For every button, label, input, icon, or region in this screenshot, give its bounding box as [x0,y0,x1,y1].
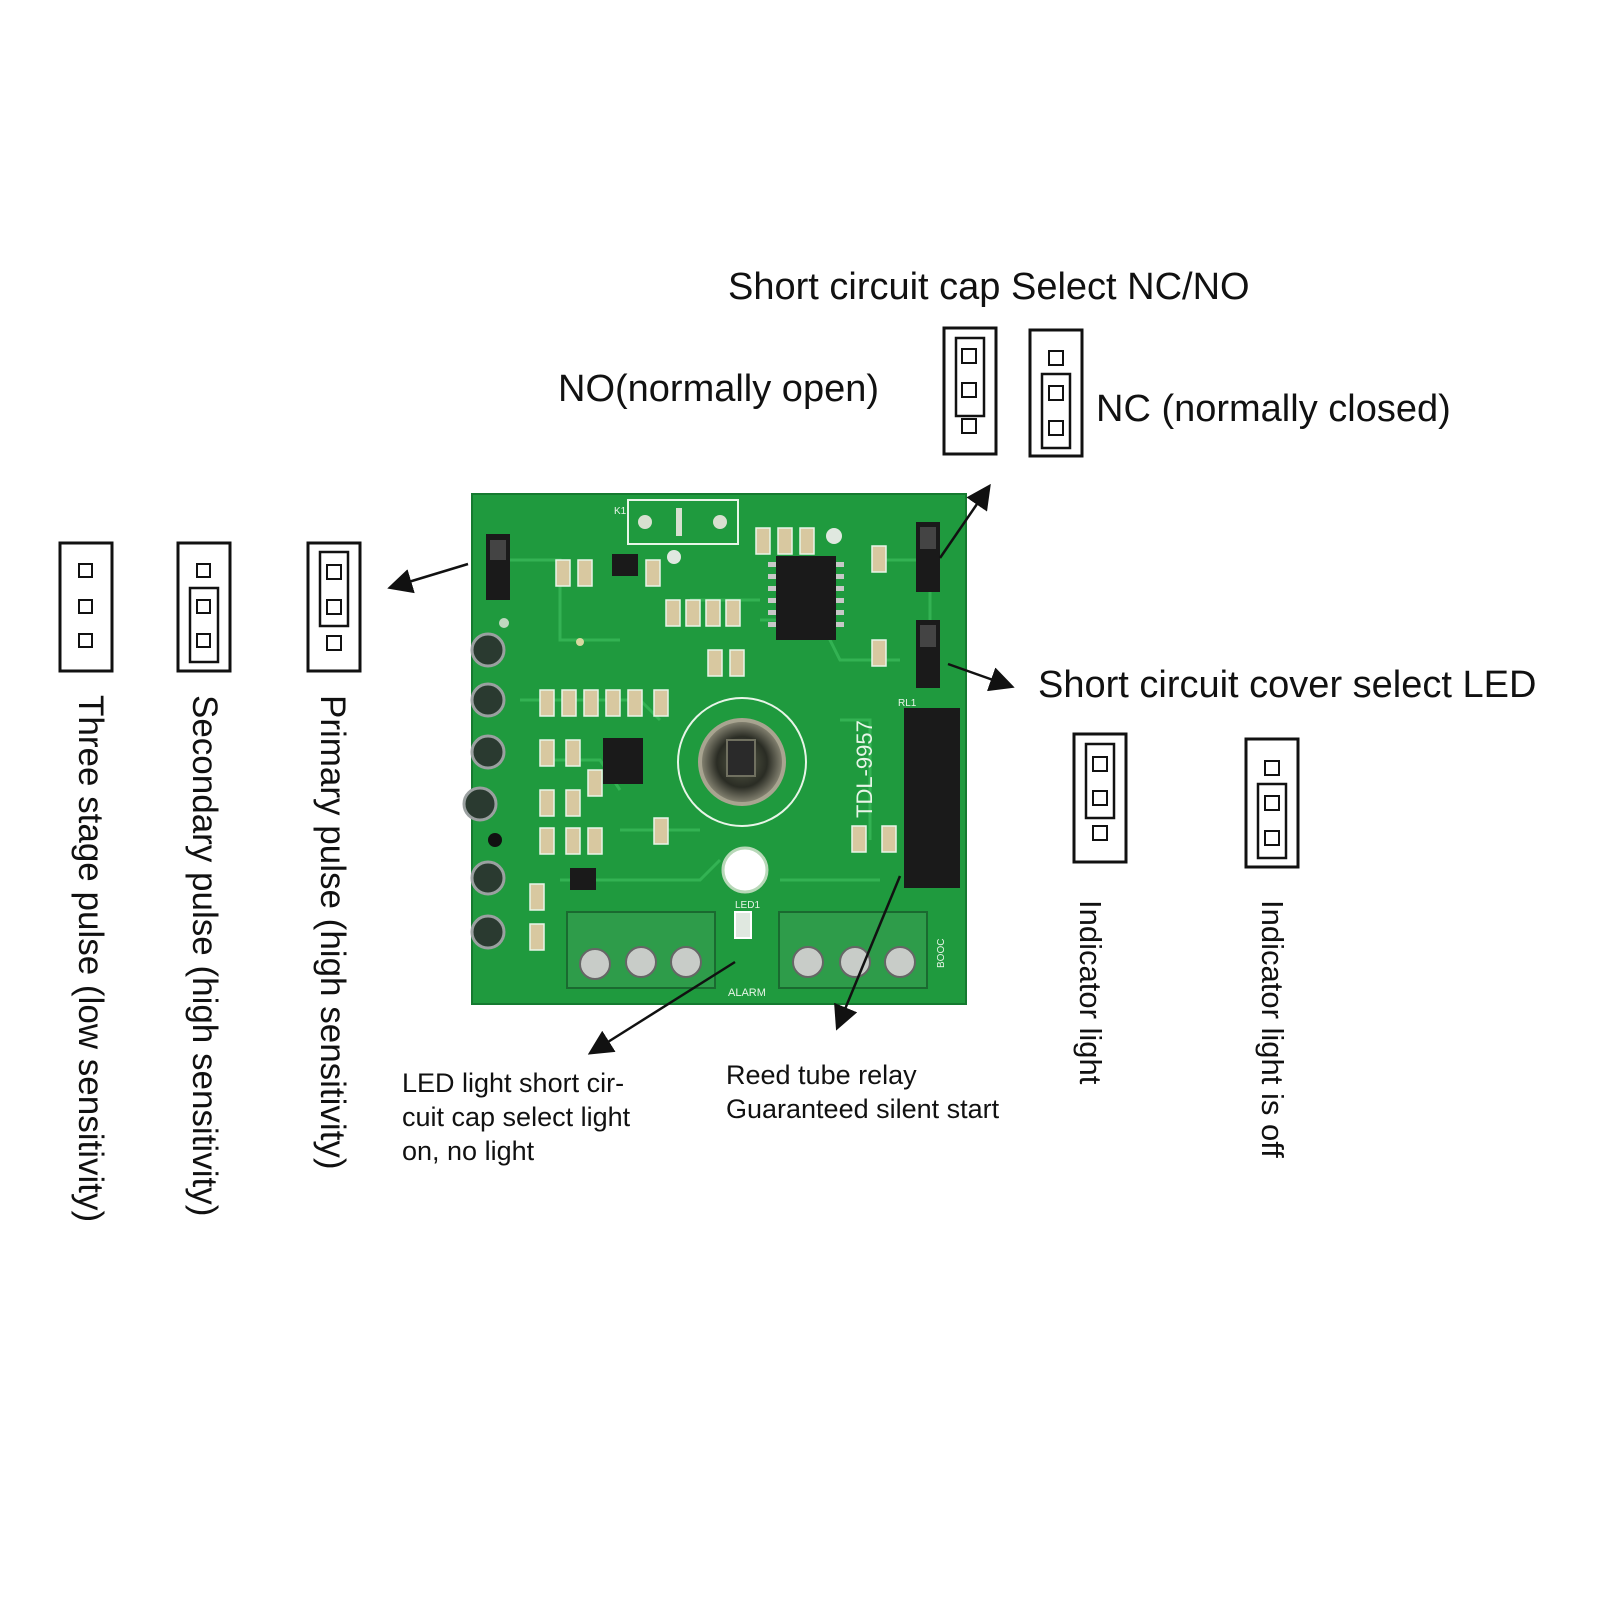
board-k1-label: K1 [614,506,627,517]
indicator-light-off-label: Indicator light is off [1255,900,1290,1158]
arrow-led-jumper [947,662,1015,692]
nc-label: NC (normally closed) [1096,388,1451,430]
primary-pulse-label: Primary pulse (high sensitivity) [313,695,352,1170]
arrow-reed-relay [834,875,902,1031]
capacitors [462,632,506,950]
arrow-led-light [587,960,736,1055]
jumper-indicator-on-diagram [1072,732,1128,864]
jumper-secondary-diagram [176,541,232,673]
board-alarm-label: ALARM [728,987,766,999]
indicator-light-label: Indicator light [1073,900,1108,1085]
board-relay-label: RL1 [898,698,917,709]
pcb-board: TDL-9957 ALARM RL1 LED1 K1 BOOC [462,493,967,1005]
board-model: TDL-9957 [852,720,877,818]
jumper-nc-diagram [1028,328,1084,458]
reed-relay-label: Reed tube relay Guaranteed silent start [726,1060,1000,1124]
alarm-terminal-block [566,911,716,989]
header-nc-no-label: Short circuit cap Select NC/NO [728,266,1250,308]
board-booc-label: BOOC [936,939,947,968]
reed-relay [904,708,960,888]
pir-sensor [677,697,807,827]
no-label: NO(normally open) [558,368,879,410]
jumper-indicator-off-diagram [1244,737,1300,869]
arrow-nc-no-jumper [938,483,991,559]
jumper-no-diagram [942,326,998,456]
jumper-three-stage-diagram [58,541,114,673]
led-light-label: LED light short cir- cuit cap select lig… [402,1068,631,1166]
led-component [734,911,752,939]
jumper-primary-diagram [306,541,362,673]
led-select-label: Short circuit cover select LED [1038,664,1537,706]
relay-terminal-block [778,911,928,989]
three-stage-pulse-label: Three stage pulse (low sensitivity) [71,695,110,1223]
arrow-primary-jumper [387,562,469,594]
secondary-pulse-label: Secondary pulse (high sensitivity) [185,695,224,1217]
board-led-label: LED1 [735,900,760,911]
